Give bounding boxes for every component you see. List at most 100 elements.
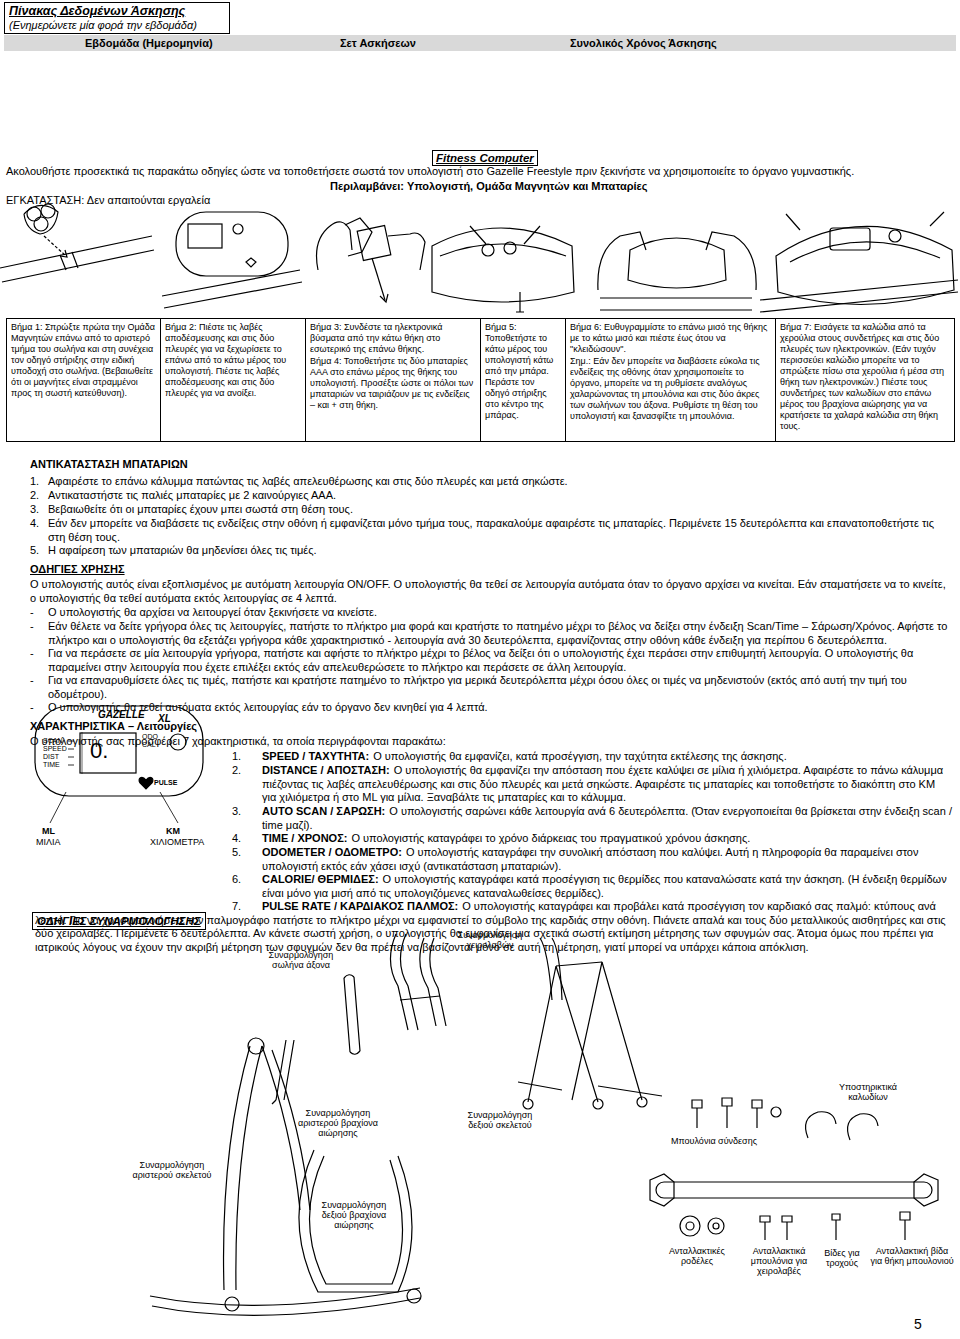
text-block: Για να επαναρυθμίσετε όλες τις τιμές, πα… (48, 674, 953, 701)
table-title-box: Πίνακας Δεδομένων Άσκησης(Ενημερώνετε μί… (4, 2, 230, 34)
text-block: 2. (30, 489, 39, 503)
text-block: ΧΑΡΑΚΤΗΡΙΣΤΙΚΑ – Λειτουργίες (30, 720, 197, 734)
text-block: Ο υπολογιστής αυτός είναι εξοπλισμένος μ… (30, 578, 952, 605)
text-block: Περιλαμβάνει: Υπολογιστή, Ομάδα Μαγνητών… (330, 180, 648, 194)
box-text: Βήμα 5: Τοποθετήστε το κάτω μέρος του υπ… (485, 322, 561, 421)
text-block: Συναρμολόγηση δεξιού βραχίονα αιώρησης (318, 1200, 390, 1230)
text-line: Συναρμολόγηση δεξιού βραχίονα αιώρησης (322, 1200, 387, 1230)
text-line: 1. (30, 475, 39, 487)
box-text: Fitness Computer (436, 151, 534, 165)
step-box: Βήμα 7: Εισάγετε τα καλώδια από τα χερού… (775, 318, 955, 442)
text-line: DIST (43, 753, 59, 760)
text-block: Μπουλόνια σύνδεσης (664, 1136, 764, 1146)
text-block: 2. (232, 764, 241, 778)
text-line: Αντικαταστήστε τις παλιές μπαταρίες με 2… (48, 489, 336, 501)
text-block: 0. (90, 738, 108, 763)
step-box: Βήμα 5: Τοποθετήστε το κάτω μέρος του υπ… (480, 318, 566, 442)
text-line: PULSE (154, 779, 177, 786)
text-line: - (30, 620, 34, 632)
text-line: Η αφαίρεση των μπαταριών θα μηδενίσει όλ… (48, 544, 317, 556)
text-line: XL (158, 713, 171, 724)
text-line: Ανταλλακτικές ροδέλες (669, 1246, 725, 1266)
text-line: 0. (90, 738, 108, 763)
text-line: CALORIE/ ΘΕΡΜΙΔΕΣ: (262, 873, 379, 885)
text-line: PULSE RATE / ΚΑΡΔΙΑΚΟΣ ΠΑΛΜΟΣ: (262, 900, 458, 912)
text-line: TIME / ΧΡΟΝΟΣ: (262, 832, 347, 844)
text-line: 5 (914, 1316, 922, 1332)
text-line: Ακολουθήστε προσεκτικά τις παρακάτω οδηγ… (6, 165, 854, 177)
text-block: SPEED (43, 745, 67, 753)
box-text: Βήμα 7: Εισάγετε τα καλώδια από τα χερού… (780, 322, 950, 432)
text-line: 2. (232, 764, 241, 776)
text-block: - (30, 606, 34, 620)
text-line: Για να επαναρυθμίσετε όλες τις τιμές, πα… (48, 674, 907, 700)
text-block: SPEED / ΤΑΧΥΤΗΤΑ:Ο υπολογιστής θα εμφανί… (262, 750, 952, 764)
text-line: Αφαιρέστε το επάνω κάλυμμα πατώντας τις … (48, 475, 568, 487)
text-line: Ο υπολογιστής καταγράφει το χρόνο διάρκε… (351, 832, 750, 844)
text-block: Συναρμολόγηση σωλήνα άξονα (262, 950, 340, 970)
text-block: Σετ Ασκήσεων (340, 37, 416, 51)
text-line: Εβδομάδα (Ημερομηνία) (85, 37, 213, 49)
text-block: ΕΓΚΑΤΑΣΤΑΣΗ: Δεν απαιτούνται εργαλεία (6, 194, 210, 208)
text-block: SCAN (43, 737, 62, 745)
text-line: AUTO SCAN / ΣΑΡΩΣΗ: (262, 805, 385, 817)
text-block: ODO (142, 733, 158, 741)
text-block: Υποστηρικτικά καλωδίων (826, 1082, 910, 1102)
text-line: 4. (30, 517, 39, 529)
text-line: Ο υπολογιστής θα εμφανίζει, κατά προσέγγ… (373, 750, 787, 762)
text-line: Περιλαμβάνει: Υπολογιστή, Ομάδα Μαγνητών… (330, 180, 648, 192)
text-line: Εάν θέλετε να δείτε γρήγορα όλες τις λει… (48, 620, 947, 646)
text-line: - (30, 701, 34, 713)
text-block: ΧΙΛΙΟΜΕΤΡΑ (150, 837, 204, 847)
text-line: 5. (30, 544, 39, 556)
text-block: TIME (43, 761, 60, 769)
text-line: Σετ Ασκήσεων (340, 37, 416, 49)
text-block: Συναρμολόγηση χειρολαβών (452, 930, 528, 950)
text-block: Συναρμολόγηση αριστερού σκελετού (130, 1160, 214, 1180)
text-line: Ανταλλακτική βίδα για θήκη μπουλονιού (870, 1246, 953, 1266)
text-line: ΧΑΡΑΚΤΗΡΙΣΤΙΚΑ – Λειτουργίες (30, 720, 197, 732)
box-text: Πίνακας Δεδομένων Άσκησης (9, 4, 225, 19)
text-block: 3. (232, 805, 241, 819)
step1-picture (0, 204, 154, 282)
text-line: ΕΓΚΑΤΑΣΤΑΣΗ: Δεν απαιτούνται εργαλεία (6, 194, 210, 206)
text-line: ODO (142, 733, 158, 740)
text-line: Υποστηρικτικά καλωδίων (839, 1082, 897, 1102)
text-line: Ο υπολογιστής αυτός είναι εξοπλισμένος μ… (30, 578, 946, 604)
text-block: Ο υπολογιστής θα αρχίσει να λειτουργεί ό… (48, 606, 953, 620)
text-line: Συναρμολόγηση δεξιού σκελετού (468, 1110, 533, 1130)
text-line: 7. (232, 900, 241, 912)
text-block: Για να περάσετε σε μία λειτουργία γρήγορ… (48, 647, 953, 674)
text-block: Αφαιρέστε το επάνω κάλυμμα πατώντας τις … (48, 475, 953, 489)
text-block: KM (166, 826, 180, 836)
box-text: Βήμα 3: Συνδέστε τα ηλεκτρονικά βύσματα … (310, 322, 476, 355)
text-block: Ανταλλακτικά μπουλόνια για χειρολαβές (740, 1246, 818, 1276)
text-block: 6. (232, 873, 241, 887)
text-line: 6. (232, 873, 241, 885)
text-block: DIST (43, 753, 59, 761)
text-line: ODOMETER / ΟΔΟΜΕΤΡΟ: (262, 846, 402, 858)
step4-picture (432, 226, 574, 312)
step-box: Βήμα 6: Ευθυγραμμίστε το επάνω μισό της … (565, 318, 776, 442)
text-line: ML (42, 826, 55, 836)
text-block: Ο υπολογιστής θα τεθεί αυτόματα εκτός λε… (48, 701, 953, 715)
text-line: Συναρμολόγηση αριστερού βραχίονα αιώρηση… (298, 1108, 378, 1138)
text-line: Για να περάσετε σε μία λειτουργία γρήγορ… (48, 647, 913, 673)
text-line: TIME (43, 761, 60, 768)
text-line: DISTANCE / ΑΠΟΣΤΑΣΗ: (262, 764, 390, 776)
text-block: PULSE (154, 779, 177, 787)
step6-picture (760, 212, 958, 312)
text-block: 5 (914, 1316, 922, 1332)
text-line: Ανταλλακτικά μπουλόνια για χειρολαβές (751, 1246, 807, 1276)
text-block: 7. (232, 900, 241, 914)
text-line: Εάν δεν μπορείτε να διαβάσετε τις ενδείξ… (48, 517, 934, 543)
box-text: Βήμα 2: Πιέστε τις λαβές αποδέσμευσης κα… (165, 322, 301, 399)
text-line: 1. (232, 750, 241, 762)
box-text: (Ενημερώνετε μία φορά την εβδομάδα) (9, 19, 225, 32)
text-block: Εάν δεν μπορείτε να διαβάσετε τις ενδείξ… (48, 517, 953, 544)
step-box: Βήμα 2: Πιέστε τις λαβές αποδέσμευσης κα… (160, 318, 306, 442)
text-line: SCAN (43, 737, 62, 744)
text-block: 5. (30, 544, 39, 558)
text-block: - (30, 647, 34, 661)
text-block: ΜΙΛΙΑ (36, 837, 61, 847)
